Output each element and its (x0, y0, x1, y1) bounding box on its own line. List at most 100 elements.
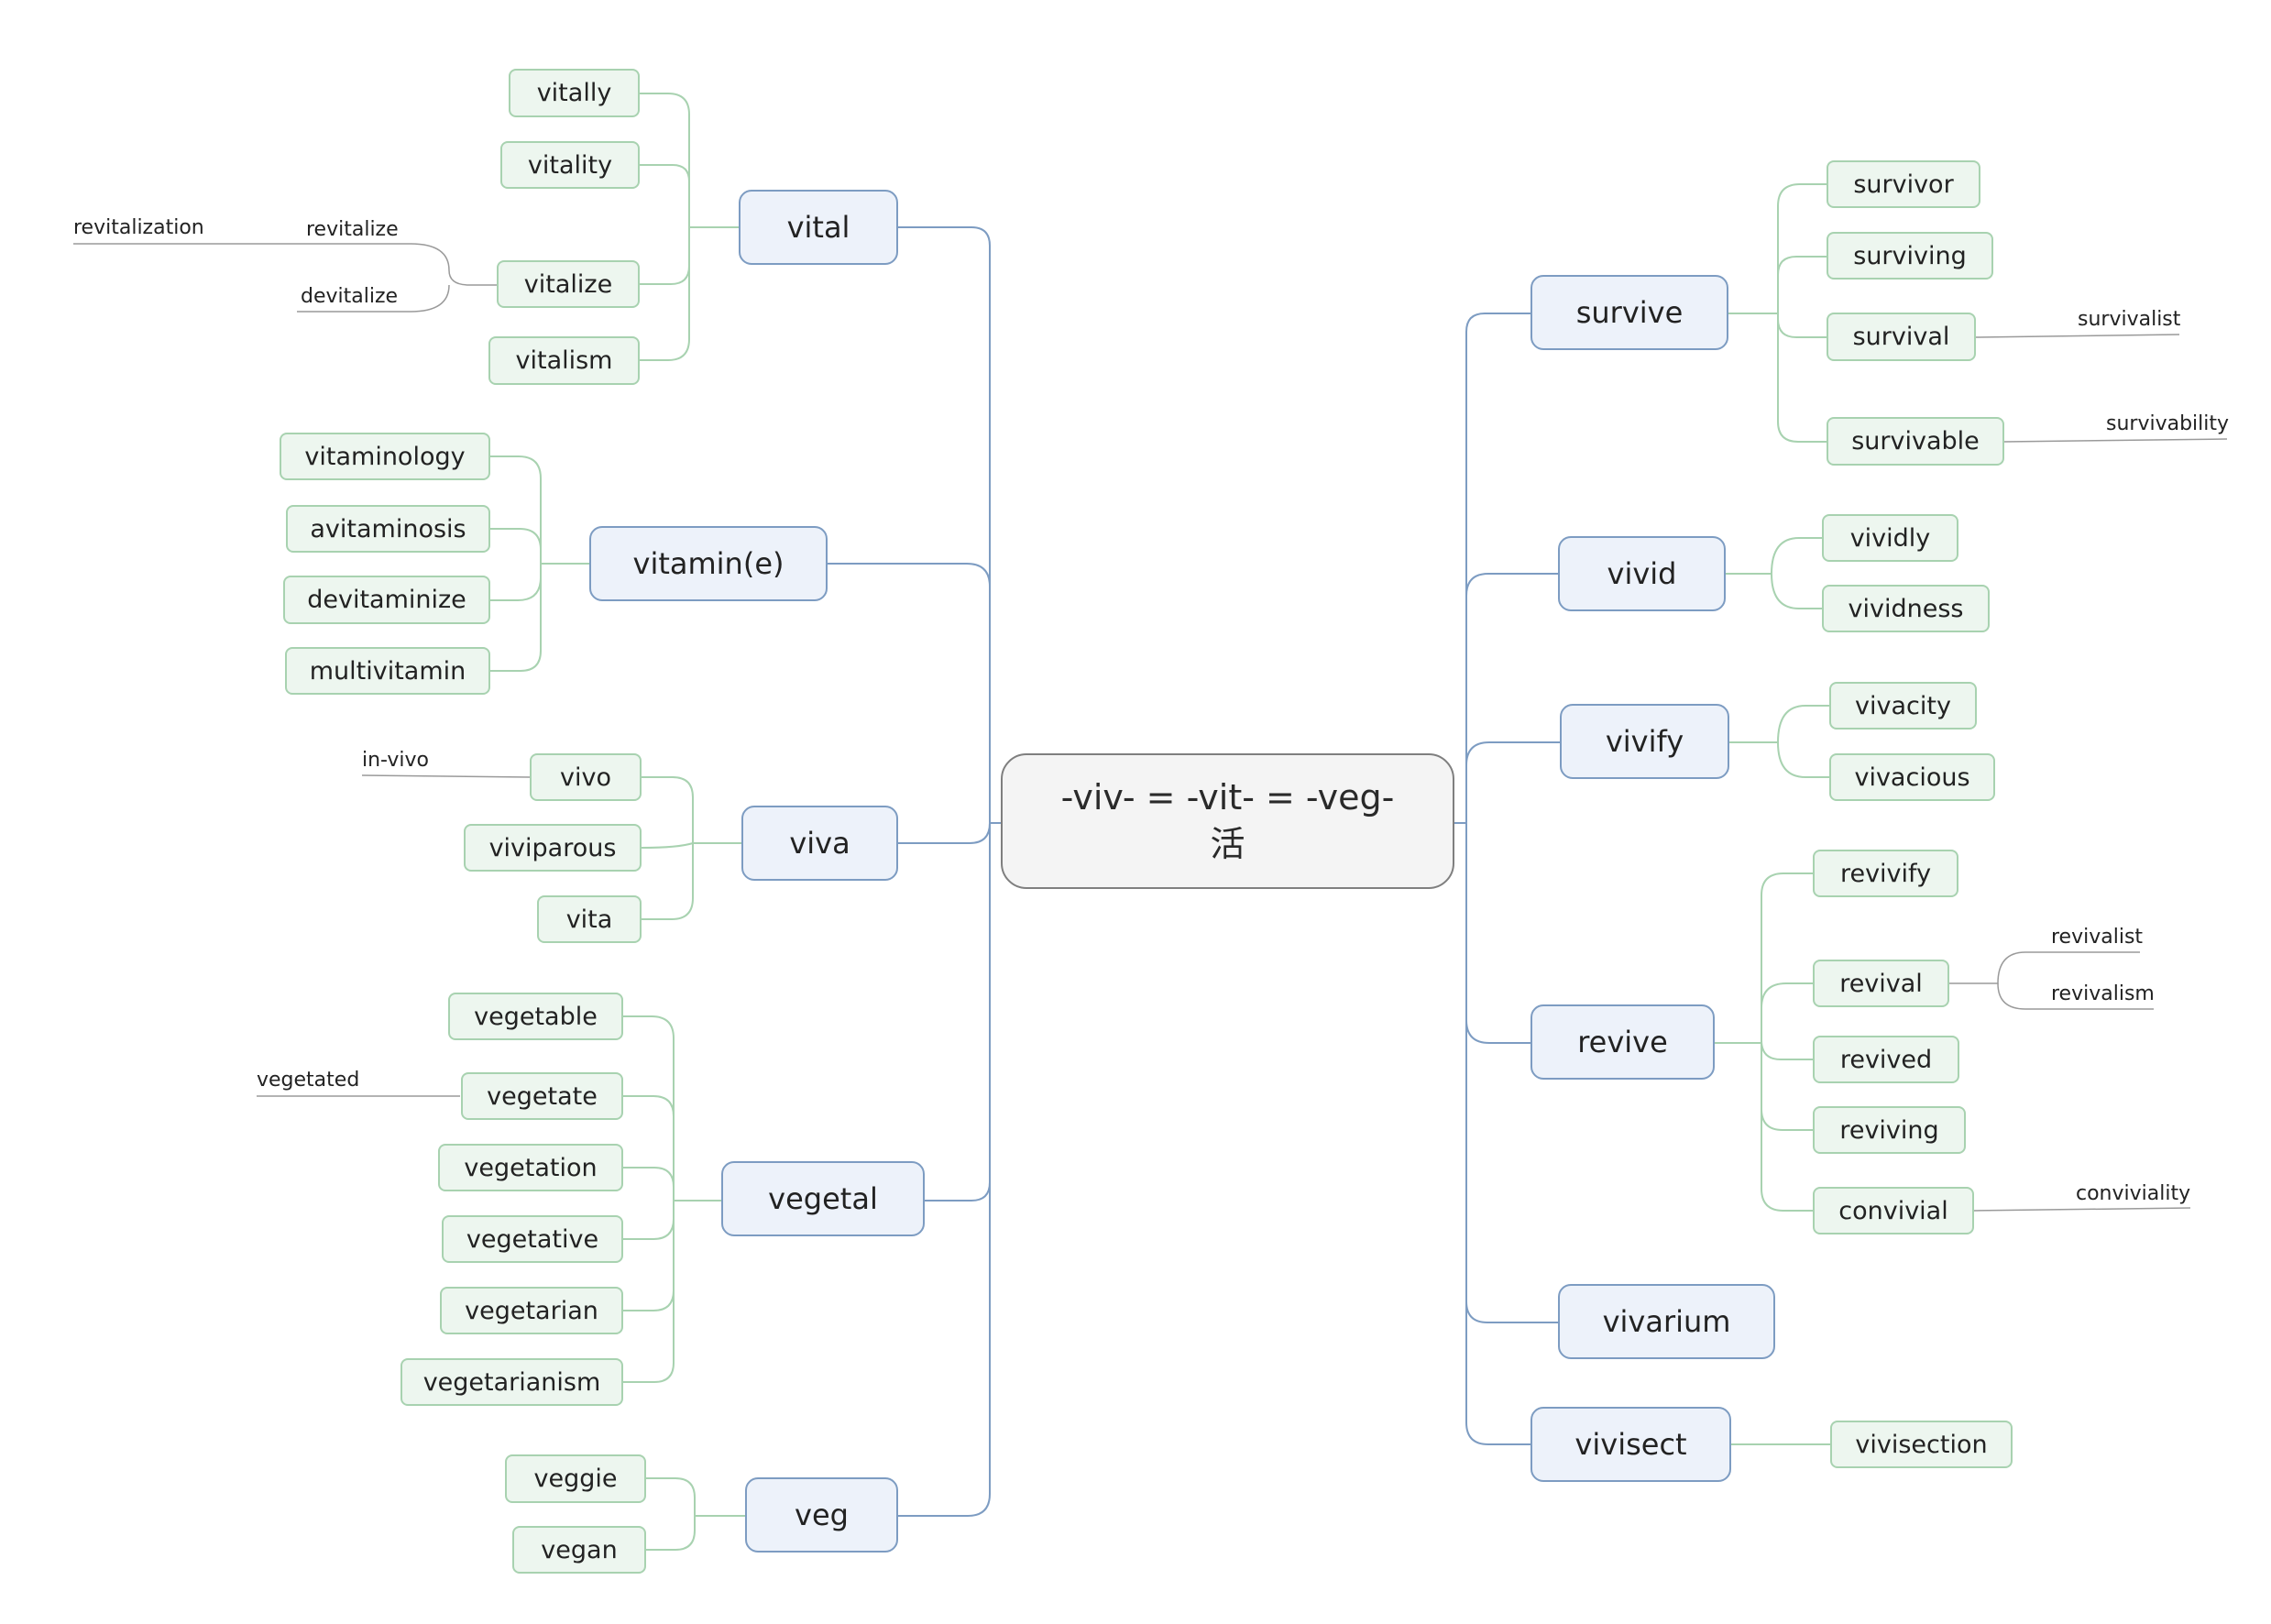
subtopic-vegetable[interactable]: vegetable (448, 993, 623, 1040)
subtopic-vivisection[interactable]: vivisection (1830, 1421, 2013, 1468)
topic-label: survive (1575, 295, 1684, 330)
topic-vivid[interactable]: vivid (1558, 536, 1726, 611)
subtopic-label: vegan (541, 1535, 618, 1564)
subtopic-label: vitalize (523, 269, 613, 299)
subtopic-convivial[interactable]: convivial (1813, 1187, 1974, 1234)
subtopic-label: vegetarianism (422, 1367, 601, 1397)
subtopic-label: veggie (533, 1465, 618, 1493)
topic-label: veg (795, 1498, 849, 1532)
subtopic-survivable[interactable]: survivable (1827, 417, 2004, 466)
topic-vivify[interactable]: vivify (1560, 704, 1729, 779)
floating-topic-vegetated[interactable]: vegetated (257, 1069, 360, 1092)
subtopic-devitaminize[interactable]: devitaminize (283, 576, 490, 624)
subtopic-label: survivable (1851, 427, 1980, 455)
subtopic-label: revivify (1839, 859, 1932, 888)
connector-central-vivisect (1465, 1301, 1530, 1445)
subtopic-label: vitalism (515, 346, 613, 375)
topic-vegetal[interactable]: vegetal (721, 1161, 925, 1236)
floating-topic-devitalize[interactable]: devitalize (301, 285, 399, 308)
subtopic-vitally[interactable]: vitally (509, 69, 640, 117)
subtopic-vivo[interactable]: vivo (530, 753, 642, 801)
floating-topic-survivability[interactable]: survivability (2106, 412, 2230, 435)
subtopic-survival[interactable]: survival (1827, 313, 1976, 361)
floating-topic-revivalist[interactable]: revivalist (2051, 926, 2144, 949)
subtopic-viviparous[interactable]: viviparous (464, 824, 642, 872)
subtopic-revival[interactable]: revival (1813, 960, 1949, 1007)
subtopic-label: devitaminize (307, 586, 466, 614)
subtopic-vitalism[interactable]: vitalism (488, 336, 640, 385)
subtopic-vita[interactable]: vita (537, 895, 642, 943)
subtopic-vegetarian[interactable]: vegetarian (440, 1287, 623, 1334)
connector-central-veg (898, 1182, 991, 1517)
floating-topic-conviviality[interactable]: conviviality (2076, 1182, 2191, 1205)
topic-label: vitamin(e) (632, 546, 784, 581)
topic-label: vivarium (1602, 1304, 1731, 1339)
topic-revive[interactable]: revive (1530, 1004, 1715, 1080)
subtopic-multivitamin[interactable]: multivitamin (285, 647, 490, 695)
connector-central-vegetal (925, 823, 991, 1202)
subtopic-label: multivitamin (309, 656, 466, 686)
subtopic-vegetation[interactable]: vegetation (438, 1144, 623, 1191)
topic-vitamin[interactable]: vitamin(e) (589, 526, 828, 601)
subtopic-vividness[interactable]: vividness (1822, 585, 1990, 632)
subtopic-label: vivacious (1854, 763, 1970, 792)
floating-topic-in-vivo[interactable]: in-vivo (362, 749, 430, 772)
connector-central-survive (1454, 313, 1530, 824)
subtopic-survivor[interactable]: survivor (1827, 160, 1980, 208)
topic-survive[interactable]: survive (1530, 275, 1728, 350)
topic-vital[interactable]: vital (739, 190, 898, 265)
subtopic-label: revival (1839, 969, 1923, 998)
subtopic-label: vivacity (1855, 691, 1951, 720)
connector-central-revive (1465, 823, 1530, 1044)
connector-central-vivid (1465, 573, 1558, 597)
subtopic-label: reviving (1839, 1115, 1939, 1145)
floating-topic-revitalization[interactable]: revitalization (73, 216, 204, 239)
subtopic-vegetarianism[interactable]: vegetarianism (400, 1358, 623, 1406)
subtopic-avitaminosis[interactable]: avitaminosis (286, 505, 490, 553)
subtopic-label: survival (1852, 323, 1950, 351)
subtopic-label: vividness (1848, 594, 1964, 623)
subtopic-label: survivor (1853, 170, 1954, 199)
subtopic-label: vegetation (464, 1153, 598, 1182)
subtopic-vitality[interactable]: vitality (500, 141, 640, 189)
central-topic[interactable]: -viv- = -vit- = -veg- 活 (1001, 753, 1454, 889)
subtopic-label: vita (565, 905, 613, 934)
subtopic-reviving[interactable]: reviving (1813, 1106, 1966, 1154)
floating-topic-survivalist[interactable]: survivalist (2078, 308, 2181, 331)
subtopic-vegetate[interactable]: vegetate (461, 1072, 623, 1120)
subtopic-surviving[interactable]: surviving (1827, 232, 1993, 280)
subtopic-revivify[interactable]: revivify (1813, 850, 1958, 897)
topic-label: viva (789, 826, 850, 861)
subtopic-revived[interactable]: revived (1813, 1036, 1959, 1083)
subtopic-label: vegetarian (465, 1296, 598, 1325)
subtopic-label: vitally (536, 79, 612, 107)
topic-label: vivify (1605, 724, 1684, 759)
subtopic-vegetative[interactable]: vegetative (442, 1215, 623, 1263)
subtopic-vivacious[interactable]: vivacious (1829, 753, 1995, 801)
subtopic-label: surviving (1853, 241, 1967, 270)
topic-label: vegetal (768, 1181, 878, 1216)
subtopic-vitalize[interactable]: vitalize (497, 260, 640, 308)
subtopic-vividly[interactable]: vividly (1822, 514, 1958, 562)
subtopic-veggie[interactable]: veggie (505, 1454, 646, 1503)
subtopic-label: viviparous (488, 833, 617, 862)
topic-vivisect[interactable]: vivisect (1530, 1407, 1731, 1482)
topic-label: vivid (1607, 556, 1677, 591)
connector-central-vitamin (828, 563, 991, 587)
floating-topic-revitalize[interactable]: revitalize (306, 218, 399, 241)
subtopic-label: convivial (1838, 1196, 1948, 1225)
topic-veg[interactable]: veg (745, 1477, 898, 1553)
central-topic-line1: -viv- = -vit- = -veg- (1060, 776, 1395, 817)
subtopic-vivacity[interactable]: vivacity (1829, 682, 1977, 730)
subtopic-vegan[interactable]: vegan (512, 1526, 646, 1574)
floating-topic-revivalism[interactable]: revivalism (2051, 982, 2155, 1005)
subtopic-label: vivo (560, 763, 611, 792)
topic-viva[interactable]: viva (741, 806, 898, 881)
subtopic-vitaminology[interactable]: vitaminology (280, 433, 490, 480)
connector-central-viva (898, 822, 991, 844)
connector-central-vital (898, 226, 1001, 824)
topic-vivarium[interactable]: vivarium (1558, 1284, 1775, 1359)
subtopic-label: vitality (527, 150, 613, 180)
